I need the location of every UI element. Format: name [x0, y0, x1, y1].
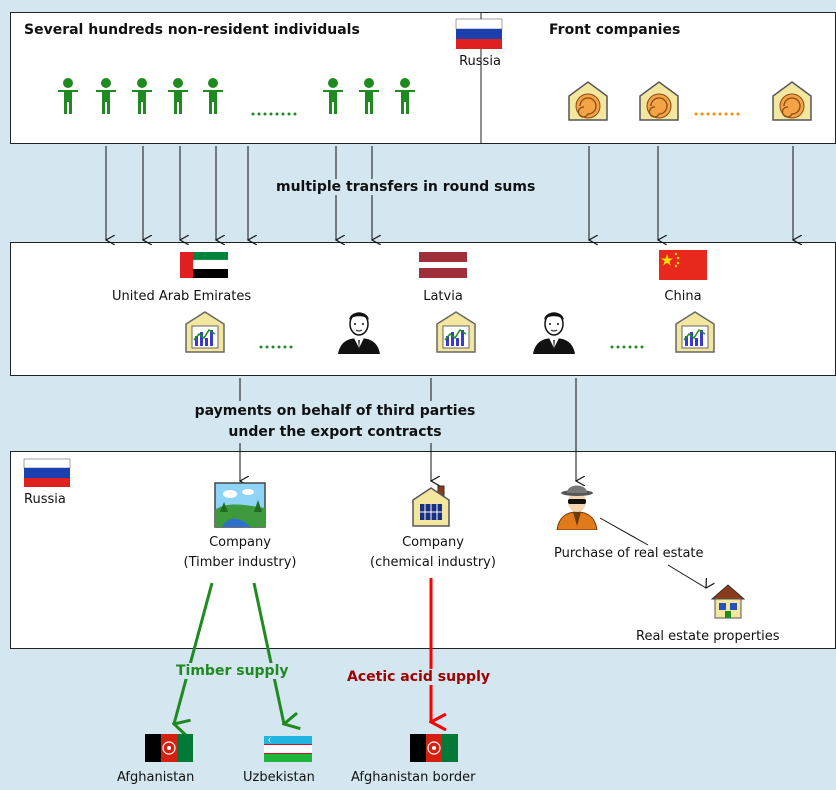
shell-company-icon — [772, 81, 812, 121]
shell-company-icon — [568, 81, 608, 121]
acetic-supply-label: Acetic acid supply — [345, 669, 493, 685]
bank-chart-icon — [675, 311, 715, 353]
uae-flag — [180, 252, 228, 278]
latvia-flag — [419, 252, 467, 278]
spy-icon — [556, 485, 598, 530]
dots-green-middle-right — [610, 345, 644, 349]
uae-label: United Arab Emirates — [112, 289, 252, 304]
purchase-to-property-arrow — [667, 564, 706, 588]
businessman-icon — [533, 312, 575, 354]
chemical-company-label: Company (chemical industry) — [343, 533, 523, 573]
bottom-panel — [10, 451, 836, 649]
russia-flag-top — [455, 18, 503, 49]
dots-green-middle-left — [259, 345, 293, 349]
afghanistan-border-label: Afghanistan border — [351, 770, 476, 785]
businessman-icon — [338, 312, 380, 354]
shell-company-icon — [639, 81, 679, 121]
latvia-label: Latvia — [423, 289, 463, 304]
chemical-company-line1: Company — [402, 535, 464, 550]
payments-label: payments on behalf of third parties unde… — [150, 401, 520, 443]
top-panel — [10, 12, 836, 144]
timber-arrow-uzbekistan — [252, 582, 284, 724]
bank-chart-icon — [436, 311, 476, 353]
russia-flag-bottom — [23, 458, 71, 487]
dots-green-top — [251, 112, 297, 116]
timber-company-label: Company (Timber industry) — [150, 533, 330, 573]
purchase-label: Purchase of real estate — [554, 546, 704, 561]
person-icon — [395, 78, 415, 114]
timber-company-line1: Company — [209, 535, 271, 550]
transfer-arrows — [106, 146, 793, 240]
real-estate-label: Real estate properties — [636, 629, 780, 644]
person-icon — [203, 78, 223, 114]
person-icon — [58, 78, 78, 114]
payments-label-line2: under the export contracts — [228, 424, 442, 440]
china-flag — [659, 250, 707, 280]
russia-top-label: Russia — [459, 54, 501, 69]
timber-company-line2: (Timber industry) — [183, 555, 297, 570]
timber-supply-label: Timber supply — [174, 663, 291, 679]
person-icon — [359, 78, 379, 114]
house-icon — [710, 584, 746, 619]
russia-bottom-label: Russia — [24, 492, 66, 507]
afghanistan-flag — [145, 734, 193, 762]
factory-icon — [412, 485, 450, 527]
person-icon — [323, 78, 343, 114]
landscape-icon — [214, 482, 266, 528]
uzbekistan-flag — [264, 736, 312, 762]
dots-orange-top — [694, 112, 740, 116]
spy-to-purchase-line — [599, 517, 649, 546]
bank-chart-icon — [185, 311, 225, 353]
person-icon — [132, 78, 152, 114]
chemical-company-line2: (chemical industry) — [370, 555, 496, 570]
afghanistan-border-flag — [410, 734, 458, 762]
individuals-label: Several hundreds non-resident individual… — [24, 22, 360, 38]
front-companies-label: Front companies — [549, 22, 681, 38]
uzbekistan-label: Uzbekistan — [243, 770, 315, 785]
china-label: China — [664, 289, 702, 304]
person-icon — [168, 78, 188, 114]
timber-arrow-afghanistan — [174, 582, 214, 724]
afghanistan-label: Afghanistan — [117, 770, 195, 785]
transfers-label: multiple transfers in round sums — [273, 179, 539, 195]
person-icon — [96, 78, 116, 114]
payments-label-line1: payments on behalf of third parties — [194, 403, 476, 419]
